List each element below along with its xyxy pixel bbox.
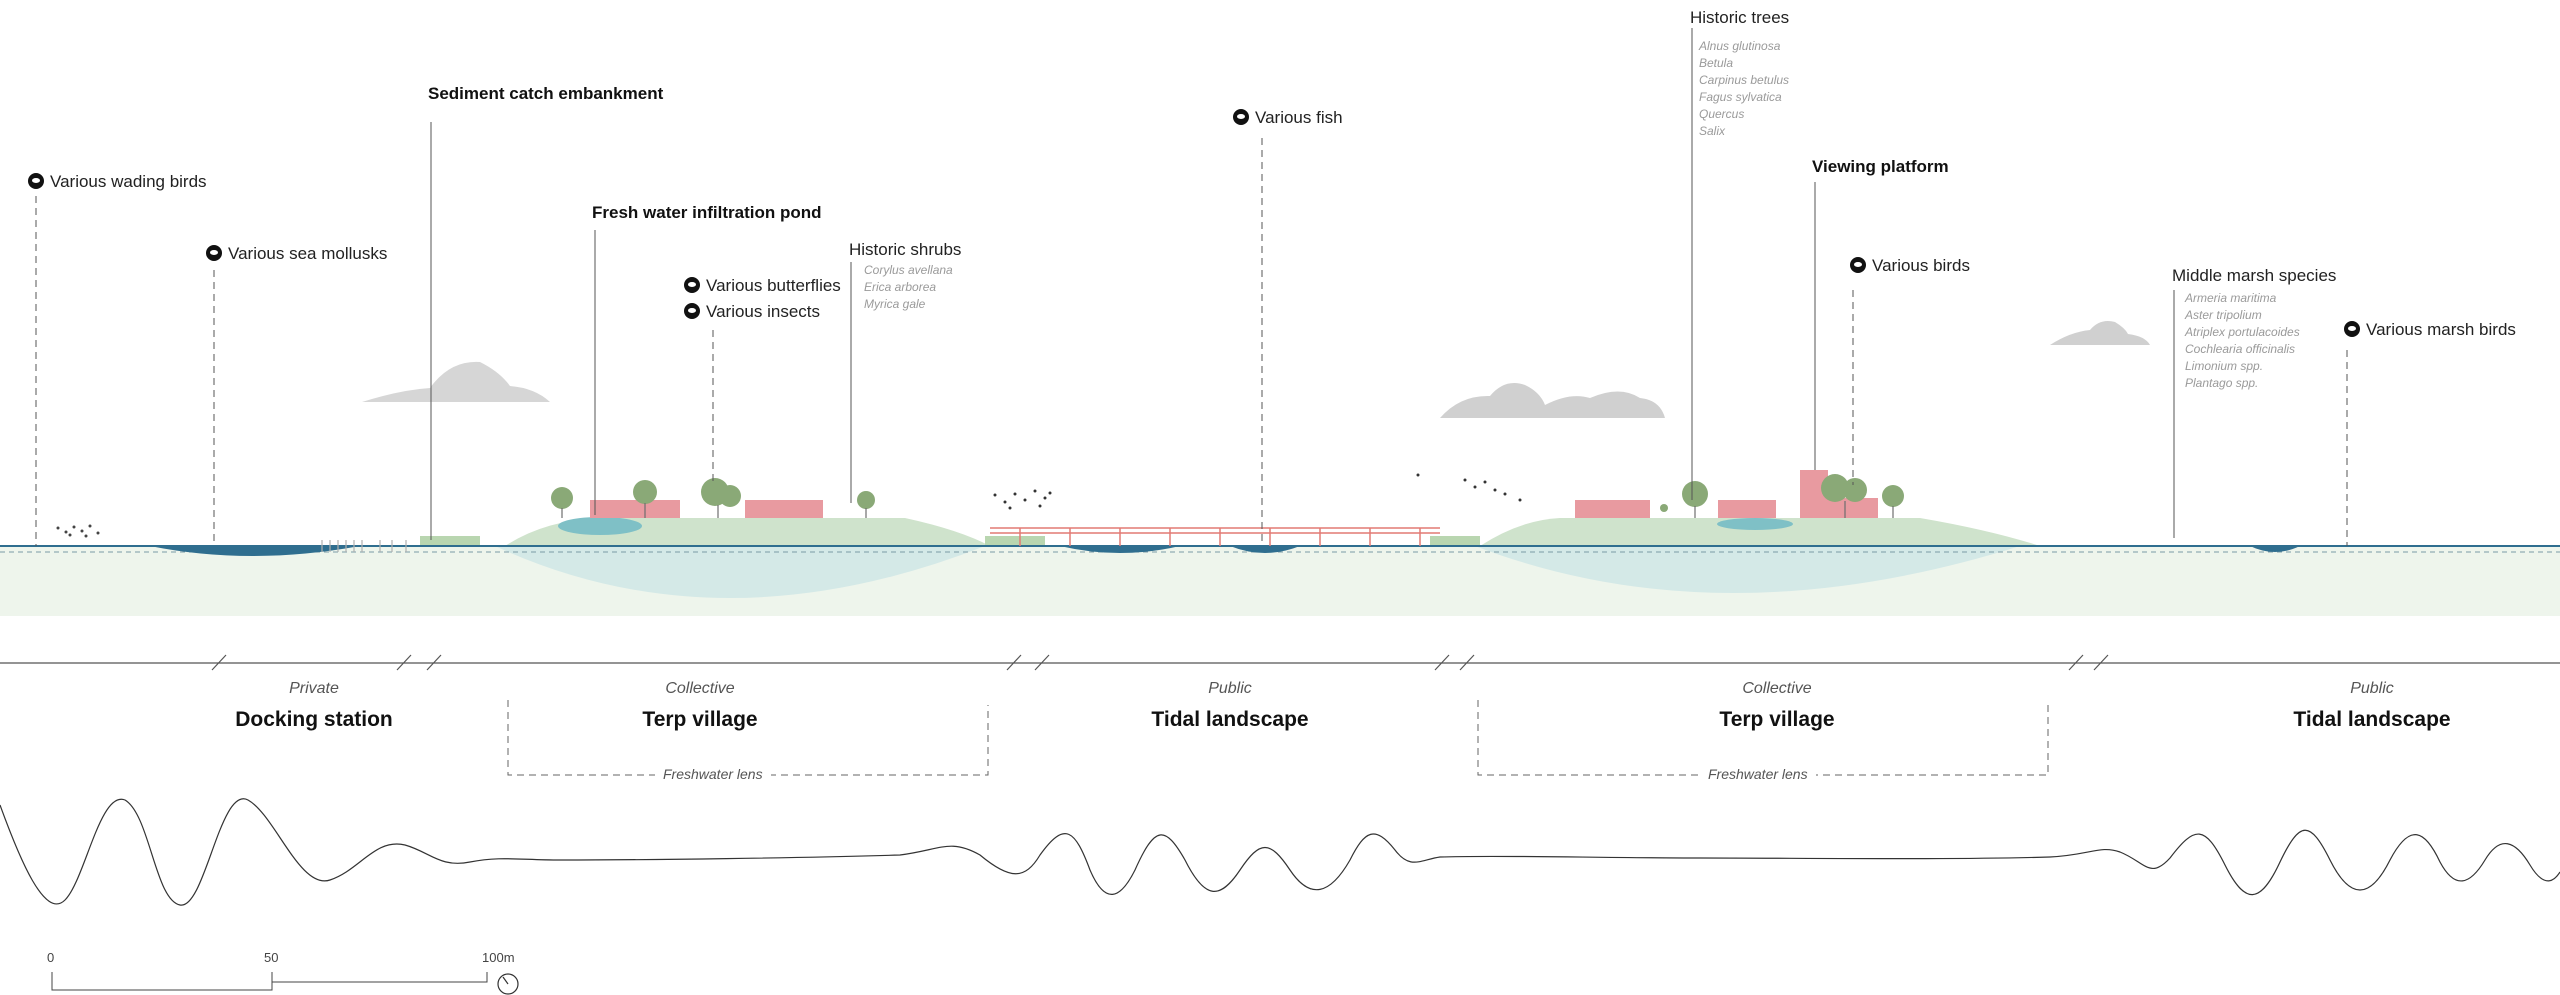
bird-flock-3: [1416, 473, 1522, 502]
mollusk-icon: [206, 245, 222, 261]
pond: [558, 517, 642, 535]
embankment: [420, 536, 480, 546]
trees-list: Alnus glutinosa Betula Carpinus betulus …: [1699, 39, 1790, 138]
tide-curve: [0, 798, 2560, 906]
callout-sea-mollusks: Various sea mollusks: [206, 244, 387, 264]
channel-3: [1230, 546, 1300, 553]
shrubs-list: Corylus avellana Erica arborea Myrica ga…: [864, 263, 953, 311]
callout-infiltration-pond: Fresh water infiltration pond: [592, 203, 822, 222]
callout-fish: Various fish: [1233, 108, 1343, 128]
zone-type: Collective: [1742, 680, 1812, 697]
scale-tick-100: 100m: [482, 950, 515, 965]
butterfly-icon: [684, 277, 700, 293]
embankment-2: [985, 536, 1045, 546]
bird-flock-2: [993, 489, 1052, 510]
scale-tick-50: 50: [264, 950, 279, 965]
channel-2: [1060, 546, 1180, 553]
scale-bar: [51, 972, 488, 991]
zone-type: Public: [2350, 680, 2394, 697]
zone-name: Tidal landscape: [2293, 708, 2451, 731]
ground-band: [0, 546, 2560, 616]
trees: [551, 474, 1904, 512]
callout-viewing-platform: Viewing platform: [1812, 157, 1949, 176]
callout-birds: Various birds: [1850, 256, 1970, 276]
zone-type: Private: [289, 680, 339, 697]
callout-insects: Various insects: [684, 302, 820, 322]
zone-name: Docking station: [235, 708, 393, 731]
docking-posts: [321, 540, 407, 552]
channel-4: [2250, 546, 2300, 552]
zone-name: Tidal landscape: [1151, 708, 1309, 731]
cloud-2: [1440, 383, 1665, 418]
callout-historic-trees: Historic trees: [1690, 8, 1790, 27]
callout-historic-shrubs: Historic shrubs: [849, 240, 962, 259]
bird-icon: [28, 173, 44, 189]
north-arrow-icon: [497, 973, 519, 995]
tree-trunks: [561, 501, 1894, 518]
pond-right: [1717, 518, 1793, 530]
fish-icon: [1233, 109, 1249, 125]
terp-mound-right: [1480, 518, 2040, 546]
leader-lines: [35, 28, 2348, 546]
zone-name: Terp village: [642, 708, 758, 731]
zone-type: Public: [1208, 680, 1252, 697]
callout-wading-birds: Various wading birds: [28, 172, 207, 192]
zone-type: Collective: [665, 680, 735, 697]
cloud-1: [362, 361, 550, 402]
freshwater-lens-right: [1475, 546, 2020, 593]
bird-flock-1: [56, 524, 100, 538]
insect-icon: [684, 303, 700, 319]
freshwater-lens-left: [495, 546, 985, 598]
marsh-bird-icon: [2344, 321, 2360, 337]
embankment-3: [1430, 536, 1480, 546]
zone-break-marks: [211, 654, 2109, 671]
bridge: [990, 527, 1440, 546]
channel-1: [150, 546, 360, 556]
callout-marsh-birds: Various marsh birds: [2344, 320, 2516, 340]
buildings: [590, 470, 1878, 518]
bird-icon: [1850, 257, 1866, 273]
marsh-list: Armeria maritima Aster tripolium Atriple…: [2185, 291, 2300, 390]
zone-name: Terp village: [1719, 708, 1835, 731]
freshwater-lens-label: Freshwater lens: [1700, 766, 1816, 782]
cloud-3: [2050, 321, 2150, 345]
callout-middle-marsh: Middle marsh species: [2172, 266, 2337, 285]
callout-sediment-embankment: Sediment catch embankment: [428, 84, 664, 103]
callout-butterflies: Various butterflies: [684, 276, 841, 296]
scale-tick-0: 0: [47, 950, 55, 965]
freshwater-lens-label: Freshwater lens: [655, 766, 771, 782]
